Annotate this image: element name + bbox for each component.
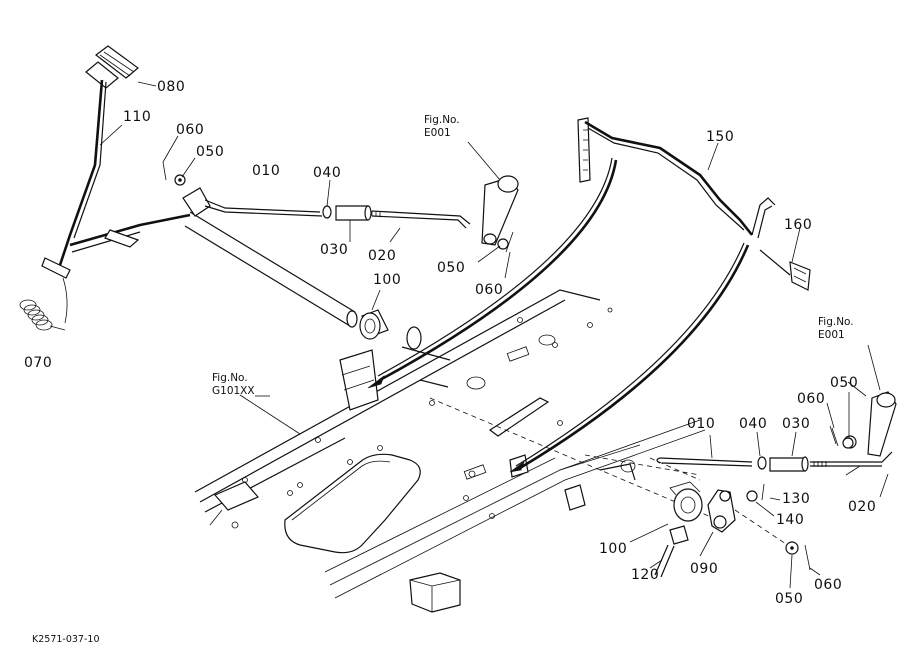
- part-label-050: 050: [196, 144, 225, 160]
- part-label-050: 050: [437, 260, 466, 276]
- part-label-060: 060: [176, 122, 205, 138]
- part-label-120: 120: [631, 567, 660, 583]
- spring-070: [19, 299, 66, 331]
- figure-ref-number: E001: [818, 329, 845, 342]
- part-label-020: 020: [848, 499, 877, 515]
- figure-ref-number: E001: [424, 127, 451, 140]
- part-label-020: 020: [368, 248, 397, 264]
- figure-ref-e001-right: Fig.No. E001: [818, 316, 854, 342]
- part-label-090: 090: [690, 561, 719, 577]
- part-label-100: 100: [373, 272, 402, 288]
- figure-ref-g101xx: Fig.No. G101XX: [212, 372, 255, 398]
- figure-ref-e001-top: Fig.No. E001: [424, 114, 460, 140]
- parking-lever-assembly: [367, 117, 811, 473]
- figure-ref-prefix: Fig.No.: [818, 316, 854, 328]
- right-linkage-assembly: [654, 391, 897, 578]
- part-label-160: 160: [784, 217, 813, 233]
- part-label-100: 100: [599, 541, 628, 557]
- part-label-080: 080: [157, 79, 186, 95]
- figure-ref-prefix: Fig.No.: [424, 114, 460, 126]
- part-label-010: 010: [687, 416, 716, 432]
- part-label-050: 050: [775, 591, 804, 607]
- brake-pedal-assembly: [19, 45, 519, 340]
- part-label-060: 060: [475, 282, 504, 298]
- part-label-010: 010: [252, 163, 281, 179]
- part-label-130: 130: [782, 491, 811, 507]
- part-label-030: 030: [782, 416, 811, 432]
- part-label-070: 070: [24, 355, 53, 371]
- part-label-110: 110: [123, 109, 152, 125]
- part-label-040: 040: [739, 416, 768, 432]
- part-label-050: 050: [830, 375, 859, 391]
- part-label-140: 140: [776, 512, 805, 528]
- document-code: K2571-037-10: [32, 634, 100, 645]
- part-label-040: 040: [313, 165, 342, 181]
- part-label-060: 060: [797, 391, 826, 407]
- figure-ref-prefix: Fig.No.: [212, 372, 248, 384]
- leader-lines: [99, 81, 889, 589]
- part-label-030: 030: [320, 242, 349, 258]
- part-label-150: 150: [706, 129, 735, 145]
- figure-ref-number: G101XX: [212, 385, 255, 398]
- part-label-060: 060: [814, 577, 843, 593]
